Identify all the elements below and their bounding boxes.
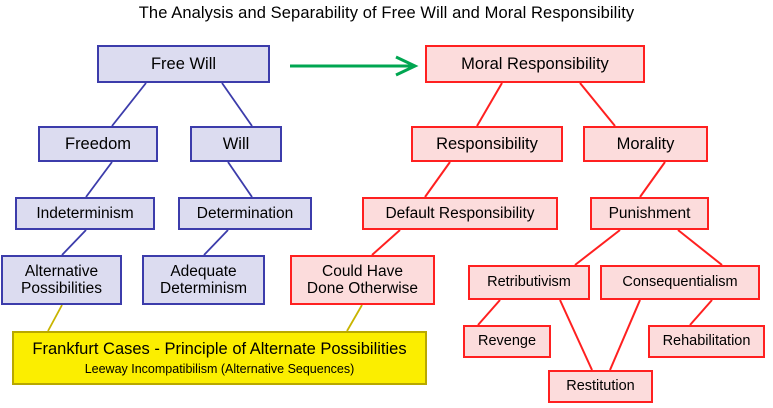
edge-free-will-will	[221, 82, 253, 127]
node-adequate-determinism-line2: Determinism	[160, 280, 247, 297]
edge-moral-responsibility-morality	[579, 82, 616, 127]
node-rehabilitation[interactable]: Rehabilitation	[648, 325, 765, 358]
node-revenge-label: Revenge	[477, 333, 537, 350]
node-morality-label: Morality	[616, 134, 675, 153]
edge-retributivism-restitution	[559, 299, 593, 371]
node-indeterminism-label: Indeterminism	[36, 204, 134, 222]
edge-moral-responsibility-responsibility	[476, 82, 503, 127]
node-moral-responsibility-label: Moral Responsibility	[461, 54, 609, 73]
edge-punishment-consequentialism	[677, 229, 723, 266]
edge-will-determination	[227, 161, 253, 198]
node-default-responsibility-label: Default Responsibility	[385, 204, 535, 222]
node-punishment-label: Punishment	[608, 204, 691, 222]
node-restitution-label: Restitution	[566, 378, 635, 395]
node-could-have-done-otherwise-line2: Done Otherwise	[306, 280, 419, 297]
node-freedom[interactable]: Freedom	[38, 126, 158, 162]
edge-determination-adequate	[203, 229, 229, 256]
edge-retributivism-revenge	[477, 299, 501, 326]
node-determination-label: Determination	[196, 204, 294, 222]
edge-free-will-freedom	[111, 82, 147, 127]
node-adequate-determinism-line1: Adequate	[170, 262, 237, 280]
edge-default-could-have	[371, 229, 401, 256]
edge-freedom-indeterminism	[85, 161, 113, 198]
edge-consequentialism-restitution	[609, 299, 641, 371]
node-alternative-possibilities-line1: Alternative	[24, 262, 99, 280]
edge-morality-punishment	[639, 161, 666, 198]
node-could-have-done-otherwise-line1: Could Have	[322, 262, 403, 280]
node-punishment[interactable]: Punishment	[590, 197, 709, 230]
node-restitution[interactable]: Restitution	[548, 370, 653, 403]
node-adequate-determinism[interactable]: Adequate Determinism	[142, 255, 265, 305]
node-morality[interactable]: Morality	[583, 126, 708, 162]
node-retributivism-label: Retributivism	[487, 274, 571, 291]
node-default-responsibility[interactable]: Default Responsibility	[362, 197, 558, 230]
node-could-have-done-otherwise[interactable]: Could Have Done Otherwise	[290, 255, 435, 305]
node-revenge[interactable]: Revenge	[463, 325, 551, 358]
node-determination[interactable]: Determination	[178, 197, 312, 230]
node-will-label: Will	[222, 134, 250, 153]
node-responsibility-label: Responsibility	[436, 134, 538, 153]
node-consequentialism-label: Consequentialism	[622, 274, 738, 291]
node-alternative-possibilities-line2: Possibilities	[21, 280, 102, 297]
edge-alternative-frankfurt	[47, 304, 63, 332]
node-alternative-possibilities[interactable]: Alternative Possibilities	[1, 255, 122, 305]
edge-responsibility-default	[424, 161, 451, 198]
node-rehabilitation-label: Rehabilitation	[662, 333, 751, 350]
edge-punishment-retributivism	[574, 229, 621, 266]
node-retributivism[interactable]: Retributivism	[468, 265, 590, 300]
node-frankfurt-cases[interactable]: Frankfurt Cases - Principle of Alternate…	[12, 331, 427, 385]
free-will-to-moral-responsibility-arrow	[290, 55, 419, 77]
node-freedom-label: Freedom	[64, 134, 132, 153]
edge-indeterminism-alternative	[61, 229, 87, 256]
edge-could-have-frankfurt	[346, 304, 363, 332]
node-consequentialism[interactable]: Consequentialism	[600, 265, 760, 300]
edge-consequentialism-rehabilitation	[689, 299, 713, 326]
node-frankfurt-cases-line1: Frankfurt Cases - Principle of Alternate…	[32, 340, 407, 359]
node-free-will[interactable]: Free Will	[97, 45, 270, 83]
node-moral-responsibility[interactable]: Moral Responsibility	[425, 45, 645, 83]
node-will[interactable]: Will	[190, 126, 282, 162]
node-free-will-label: Free Will	[150, 54, 217, 73]
node-indeterminism[interactable]: Indeterminism	[15, 197, 155, 230]
diagram-title: The Analysis and Separability of Free Wi…	[138, 4, 635, 22]
node-frankfurt-cases-line2: Leeway Incompatibilism (Alternative Sequ…	[84, 361, 355, 376]
node-responsibility[interactable]: Responsibility	[411, 126, 563, 162]
